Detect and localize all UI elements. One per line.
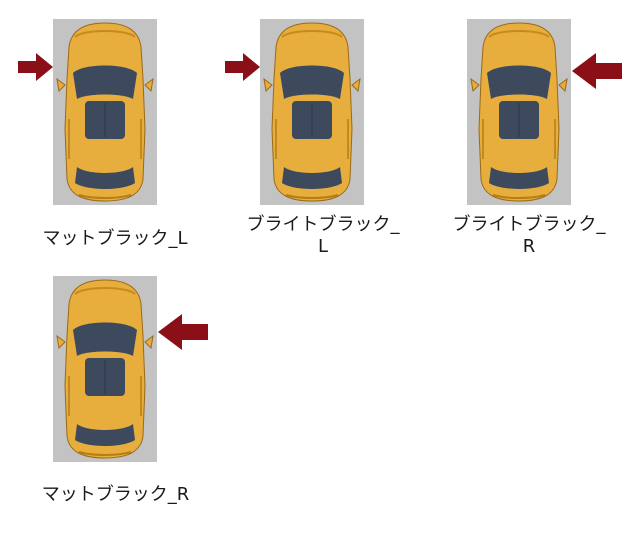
car-thumbnail[interactable] xyxy=(53,19,157,205)
item-caption-line-1: ブライトブラック_ xyxy=(246,214,400,235)
car-top-view-icon xyxy=(470,22,568,202)
item-caption: マットブラック_L xyxy=(42,228,188,249)
item-caption: マットブラック_R xyxy=(41,484,190,505)
arrow-left-icon xyxy=(572,53,622,89)
item-caption-line-2: L xyxy=(317,236,329,257)
arrow-right-icon xyxy=(225,53,260,81)
car-top-view-icon xyxy=(56,22,154,202)
arrow-left-icon xyxy=(158,314,208,350)
car-thumbnail[interactable] xyxy=(467,19,571,205)
arrow-right-icon xyxy=(18,53,53,81)
item-caption-line-1: ブライトブラック_ xyxy=(452,214,606,235)
car-thumbnail[interactable] xyxy=(260,19,364,205)
car-top-view-icon xyxy=(56,279,154,459)
car-top-view-icon xyxy=(263,22,361,202)
item-caption-line-2: R xyxy=(522,236,536,257)
car-thumbnail[interactable] xyxy=(53,276,157,462)
